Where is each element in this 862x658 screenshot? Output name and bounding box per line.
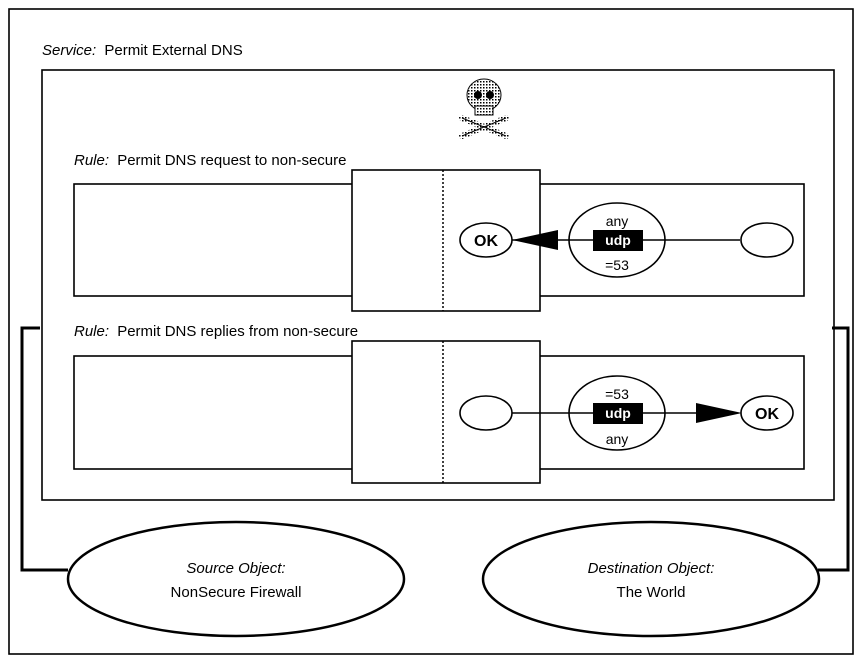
rule-2-protocol-badge: [593, 403, 643, 424]
rule-2-port-top: =53: [605, 386, 629, 402]
rule-2-protocol: udp: [605, 405, 631, 421]
source-connector: [20, 326, 68, 572]
rule-1-protocol: udp: [605, 232, 631, 248]
rule-1-arrow-icon: [512, 230, 558, 250]
destination-object-title: Destination Object:: [588, 560, 715, 577]
rule-1-port-bottom: =53: [605, 257, 629, 273]
rule-2-source-node: [459, 395, 513, 431]
source-object-name: NonSecure Firewall: [171, 584, 302, 601]
rule-1-port-top: any: [606, 213, 629, 229]
rule-1-dest-node: [740, 222, 794, 258]
destination-object-name: The World: [617, 584, 686, 601]
rule-2-ok-label: OK: [755, 406, 779, 423]
service-box: [41, 69, 835, 501]
service-prefix: Service:: [42, 42, 96, 59]
outer-frame: [8, 8, 854, 655]
rule-2-prefix: Rule:: [74, 323, 109, 340]
rule-2-name: Permit DNS replies from non-secure: [117, 323, 358, 340]
source-object: [66, 520, 406, 638]
skull-crossbones-icon: [459, 78, 509, 139]
rule-2-arrow-icon: [696, 403, 742, 423]
source-object-title: Source Object:: [186, 560, 285, 577]
rule-2-ok-node: [740, 395, 794, 431]
rule-1-ok-label: OK: [474, 233, 498, 250]
rule-2-port-bottom: any: [606, 431, 629, 447]
rule-2-title: Rule: Permit DNS replies from non-secure: [74, 323, 358, 340]
service-title: Service: Permit External DNS: [42, 42, 243, 59]
destination-object: [481, 520, 821, 638]
rule-1-name: Permit DNS request to non-secure: [117, 152, 346, 169]
rule-1-protocol-badge: [593, 230, 643, 251]
rule-1-title: Rule: Permit DNS request to non-secure: [74, 152, 346, 169]
rule-1-ok-node: [459, 222, 513, 258]
service-name: Permit External DNS: [104, 42, 242, 59]
rule-1-prefix: Rule:: [74, 152, 109, 169]
destination-connector: [818, 326, 850, 572]
